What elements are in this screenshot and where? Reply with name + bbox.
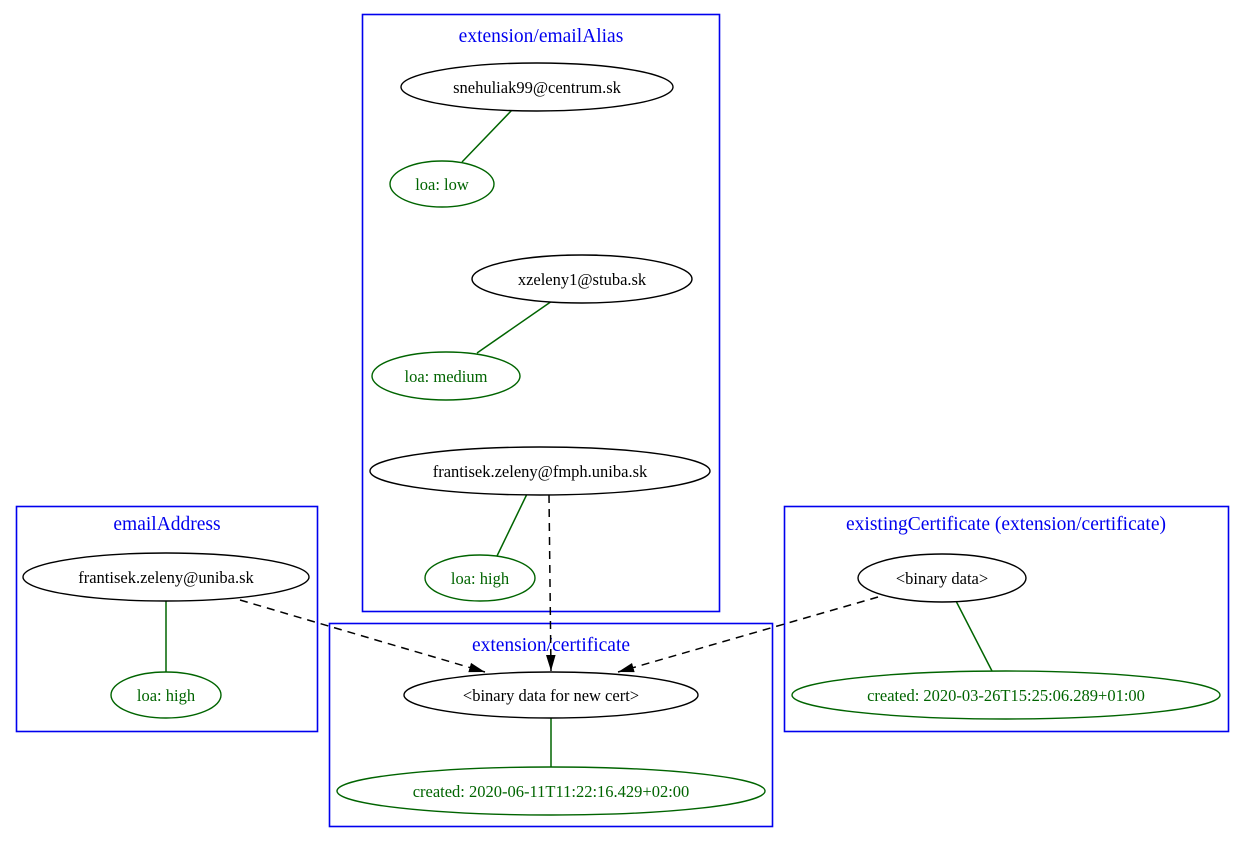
attr-created-new-label: created: 2020-06-11T11:22:16.429+02:00 xyxy=(413,782,690,801)
node-binary-data-new-cert: <binary data for new cert> xyxy=(403,671,699,719)
attr-loa-high-address: loa: high xyxy=(110,671,222,719)
node-frantisek-zeleny-fmph-uniba-sk: frantisek.zeleny@fmph.uniba.sk xyxy=(369,446,711,496)
attr-loa-high-alias-label: loa: high xyxy=(451,569,510,588)
cluster-new-certificate-title: extension/certificate xyxy=(472,635,630,656)
attr-loa-high-address-shape xyxy=(110,671,222,719)
cluster-existing-certificate: existingCertificate (extension/certifica… xyxy=(783,505,1230,733)
node-binary-data-new-cert-label: <binary data for new cert> xyxy=(463,686,639,705)
node-binary-data-label: <binary data> xyxy=(896,569,988,588)
cluster-email-address: emailAddress xyxy=(15,505,319,733)
attr-loa-low-shape xyxy=(389,160,495,208)
edge-xzeleny-loa-medium xyxy=(476,300,553,354)
edge-binary-created-existing xyxy=(955,600,993,672)
cluster-email-address-border xyxy=(15,505,319,733)
node-binary-data-new-cert-shape xyxy=(403,671,699,719)
attr-loa-high-alias: loa: high xyxy=(424,554,536,602)
node-xzeleny1-stuba-sk-label: xzeleny1@stuba.sk xyxy=(518,270,647,289)
cluster-existing-certificate-title: existingCertificate (extension/certifica… xyxy=(846,514,1166,535)
cluster-email-alias: extension/emailAlias xyxy=(361,13,721,613)
edge-fmph-loa-high xyxy=(496,493,528,557)
attr-loa-low: loa: low xyxy=(389,160,495,208)
attr-created-existing-shape xyxy=(791,670,1221,720)
node-frantisek-zeleny-uniba-sk: frantisek.zeleny@uniba.sk xyxy=(22,552,310,602)
cluster-email-alias-border xyxy=(361,13,721,613)
relation-fmph-to-newcert xyxy=(546,494,556,672)
attr-created-existing: created: 2020-03-26T15:25:06.289+01:00 xyxy=(791,670,1221,720)
edge-snehuliak-loa-low xyxy=(461,109,513,163)
cluster-existing-certificate-border xyxy=(783,505,1230,733)
node-xzeleny1-stuba-sk-shape xyxy=(471,254,693,304)
node-frantisek-zeleny-uniba-sk-label: frantisek.zeleny@uniba.sk xyxy=(78,568,254,587)
attr-loa-high-alias-shape xyxy=(424,554,536,602)
attr-loa-medium-label: loa: medium xyxy=(405,367,488,386)
node-frantisek-zeleny-fmph-uniba-sk-shape xyxy=(369,446,711,496)
relation-uniba-to-newcert xyxy=(239,599,486,673)
cluster-email-address-title: emailAddress xyxy=(113,514,220,535)
node-snehuliak99-centrum-sk-label: snehuliak99@centrum.sk xyxy=(453,78,622,97)
attr-loa-low-label: loa: low xyxy=(415,175,469,194)
node-frantisek-zeleny-uniba-sk-shape xyxy=(22,552,310,602)
attr-created-new-shape xyxy=(336,766,766,816)
attr-loa-high-address-label: loa: high xyxy=(137,686,196,705)
attr-created-existing-label: created: 2020-03-26T15:25:06.289+01:00 xyxy=(867,686,1145,705)
attr-created-new: created: 2020-06-11T11:22:16.429+02:00 xyxy=(336,766,766,816)
node-snehuliak99-centrum-sk-shape xyxy=(400,62,674,112)
node-xzeleny1-stuba-sk: xzeleny1@stuba.sk xyxy=(471,254,693,304)
attr-loa-medium-shape xyxy=(371,351,521,401)
cluster-email-alias-title: extension/emailAlias xyxy=(459,26,624,47)
node-frantisek-zeleny-fmph-uniba-sk-label: frantisek.zeleny@fmph.uniba.sk xyxy=(433,462,648,481)
node-binary-data: <binary data> xyxy=(857,553,1027,603)
node-snehuliak99-centrum-sk: snehuliak99@centrum.sk xyxy=(400,62,674,112)
node-binary-data-shape xyxy=(857,553,1027,603)
relation-binary-to-newcert xyxy=(617,596,879,673)
attr-loa-medium: loa: medium xyxy=(371,351,521,401)
